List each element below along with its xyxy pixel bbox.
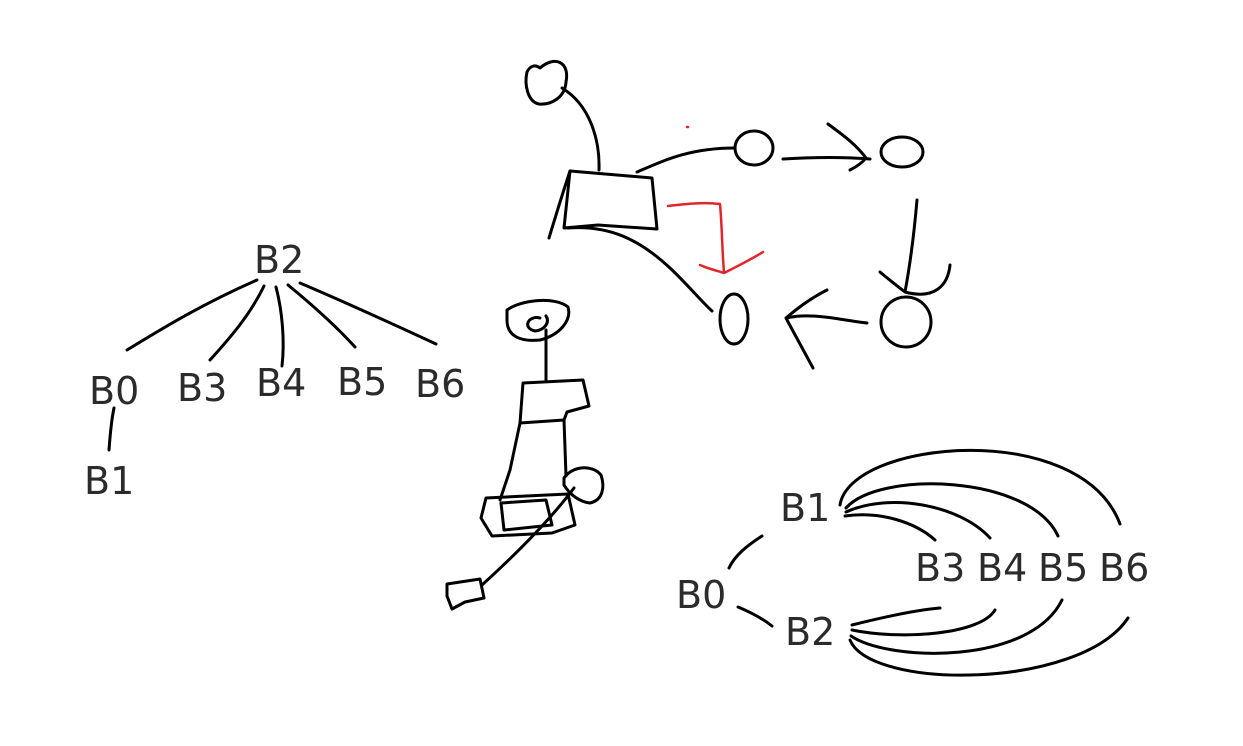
arc-b2-b6 bbox=[848, 616, 1130, 677]
stack-middle-block bbox=[498, 418, 568, 502]
stack-sketch bbox=[445, 298, 605, 611]
head-blob bbox=[524, 59, 569, 106]
red-highlight-arrow bbox=[666, 125, 765, 275]
arc-graph: B0 B1 B2 B3 B4 B5 B6 bbox=[676, 448, 1149, 677]
stack-top-loop bbox=[505, 298, 571, 342]
stack-upper-block bbox=[518, 378, 591, 425]
loop-arrow-3-4 bbox=[784, 288, 869, 370]
loop-node-4 bbox=[718, 292, 750, 346]
arc-b1-b3 bbox=[843, 513, 937, 542]
loop-sketch bbox=[524, 59, 952, 370]
tree-node-b5: B5 bbox=[337, 360, 387, 404]
arc-edge-b0-b1 bbox=[727, 534, 764, 570]
tree-edge-b2-b6 bbox=[298, 281, 438, 346]
stack-tether bbox=[480, 486, 576, 587]
arc-b1-b6 bbox=[838, 448, 1122, 526]
tree-edge-b2-b3 bbox=[208, 284, 266, 362]
body-trapezoid bbox=[562, 169, 659, 231]
body-leg bbox=[547, 169, 572, 240]
arc-b2-b5 bbox=[849, 598, 1064, 655]
tree-edge-b2-b5 bbox=[286, 283, 357, 349]
tree-edge-b0-b1 bbox=[107, 406, 116, 452]
arc-node-b1: B1 bbox=[780, 486, 830, 530]
arc-b1-b4 bbox=[844, 501, 992, 540]
arc-b2-b3 bbox=[850, 606, 942, 627]
loop-node-1 bbox=[733, 129, 775, 167]
tree-node-root: B2 bbox=[254, 238, 304, 282]
tree-node-b3: B3 bbox=[177, 366, 227, 410]
arc-node-b2: B2 bbox=[785, 610, 835, 654]
tree-node-b0: B0 bbox=[89, 369, 139, 413]
loop-node-2 bbox=[879, 135, 925, 169]
arc-node-b4: B4 bbox=[977, 546, 1027, 590]
wire-to-node-1 bbox=[635, 146, 737, 174]
tree-node-b1: B1 bbox=[84, 459, 134, 503]
tree-node-b6: B6 bbox=[415, 362, 465, 406]
tree-diagram: B2 B0 B3 B4 B5 B6 B1 bbox=[84, 238, 465, 503]
wire-to-node-4 bbox=[566, 226, 714, 313]
tree-edge-b2-b4 bbox=[274, 285, 285, 368]
stack-side-blob bbox=[562, 466, 605, 505]
arc-node-b6: B6 bbox=[1099, 546, 1149, 590]
arc-edge-b0-b2 bbox=[736, 605, 774, 628]
loop-arrow-2-3 bbox=[878, 198, 952, 296]
stack-foot bbox=[445, 577, 486, 611]
arc-node-root: B0 bbox=[676, 573, 726, 617]
arc-b2-b4 bbox=[850, 608, 997, 637]
tree-edge-b2-b0 bbox=[125, 278, 259, 352]
loop-node-3 bbox=[879, 295, 933, 349]
tree-node-b4: B4 bbox=[256, 361, 306, 405]
arc-b1-b5 bbox=[844, 482, 1060, 538]
loop-arrow-1-2 bbox=[781, 122, 872, 172]
arc-node-b5: B5 bbox=[1038, 546, 1088, 590]
arc-node-b3: B3 bbox=[915, 546, 965, 590]
neck-curve bbox=[560, 86, 601, 172]
stack-base-block bbox=[479, 492, 577, 538]
